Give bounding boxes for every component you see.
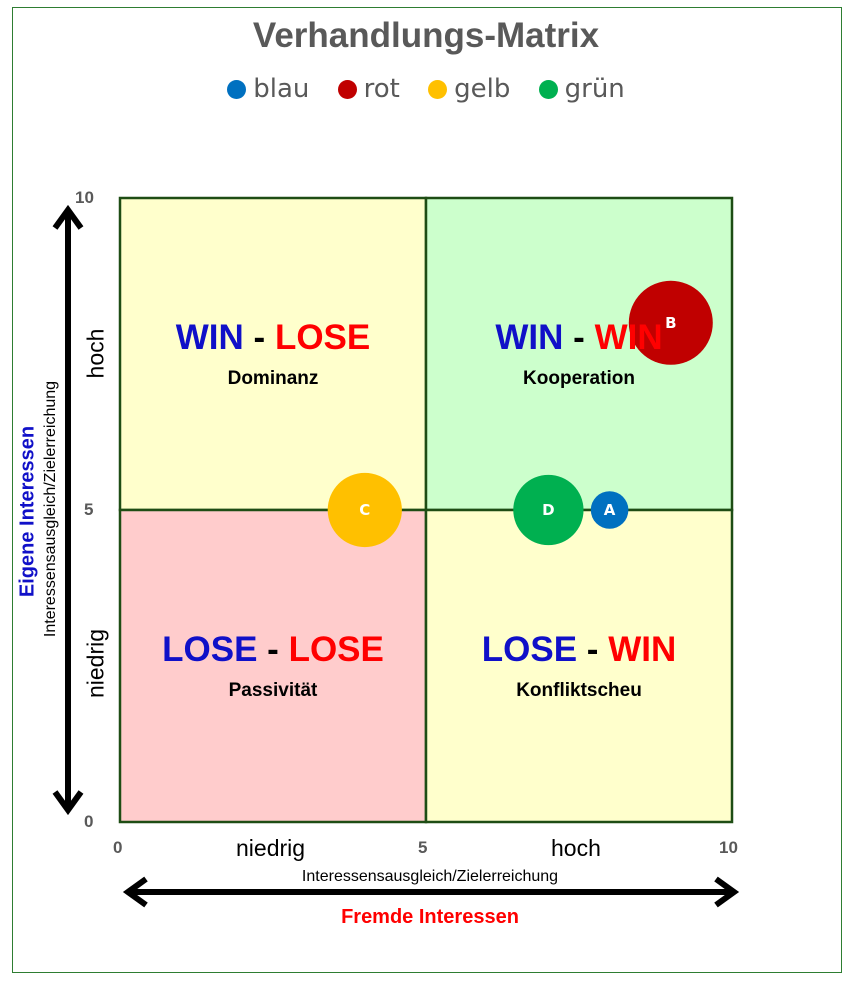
quadrant-win-lose [118,196,428,512]
quadrant-sub-konfliktscheu: Konfliktscheu [516,680,642,701]
y-arrow-head-up [52,204,84,230]
quadrant-sub-dominanz: Dominanz [227,368,319,389]
bubble-A [590,491,629,529]
legend-label: blau [253,74,310,104]
y-low-label: niedrig [82,628,109,699]
quadrant-sub-kooperation: Kooperation [523,368,635,389]
x-low-label: niedrig [236,835,306,861]
legend-dot-red [337,79,357,99]
legend-label: rot [363,74,400,104]
y-high-label: hoch [82,328,109,379]
bubble-label-B: B [665,314,676,332]
quadrant-left: LOSE [481,630,578,669]
quadrant-title-dominanz: WIN - LOSE [120,318,426,358]
quadrant-sep: - [267,630,279,669]
legend-item-green: grün [538,74,625,104]
legend: blau rot gelb grün [0,74,852,106]
x-high-label: hoch [551,835,601,861]
quadrant-sep: - [586,630,599,669]
quadrant-lose-lose [118,508,428,824]
quadrant-title-passivitaet: LOSE - LOSE [120,630,426,670]
x-tick-5: 5 [418,838,428,857]
bubble-B [628,280,713,365]
bubble-C [327,472,402,548]
axis-arrows [52,204,740,908]
legend-label: gelb [454,74,511,104]
quadrant-right: LOSE [288,630,384,669]
legend-dot-yellow [428,79,448,99]
legend-dot-green [538,79,558,99]
quadrant-left: LOSE [162,630,258,669]
quadrant-left: WIN [175,318,244,357]
x-axis-title: Fremde Interessen [341,906,519,928]
y-arrow-head-down [52,790,84,816]
y-tick-10: 10 [75,188,94,207]
bubble-label-A: A [604,501,616,519]
x-tick-10: 10 [719,838,738,857]
quadrant-title-kooperation: WIN - WIN [426,318,732,358]
y-tick-5: 5 [84,500,94,519]
x-arrow-head-right [714,876,740,908]
x-arrow-head-left [122,876,148,908]
quadrant-right: WIN [594,318,663,357]
bubble-D [513,474,584,546]
quadrant-sep: - [573,318,585,357]
quadrant-left: WIN [495,318,564,357]
quadrant-title-konfliktscheu: LOSE - WIN [426,630,732,670]
x-tick-0: 0 [113,838,123,857]
legend-item-blue: blau [227,74,309,104]
y-axis-sublabel: Interessensausgleich/Zielerreichung [42,380,59,638]
y-tick-0: 0 [84,812,94,831]
y-axis-title: Eigene Interessen [16,425,39,598]
legend-item-yellow: gelb [428,74,510,104]
bubble-label-D: D [542,501,554,519]
legend-item-red: rot [337,74,400,104]
bubble-label-C: C [359,501,370,519]
quadrant-right: LOSE [274,318,371,357]
chart-title: Verhandlungs-Matrix [252,16,600,55]
legend-label: grün [564,74,625,104]
quadrant-sub-passivitaet: Passivität [228,680,318,701]
legend-dot-blue [227,79,247,99]
x-axis-sublabel: Interessensausgleich/Zielerreichung [301,868,559,885]
quadrant-right: WIN [608,630,677,669]
quadrant-lose-win [424,508,734,824]
chart-frame [12,7,842,973]
quadrant-sep: - [253,318,266,357]
